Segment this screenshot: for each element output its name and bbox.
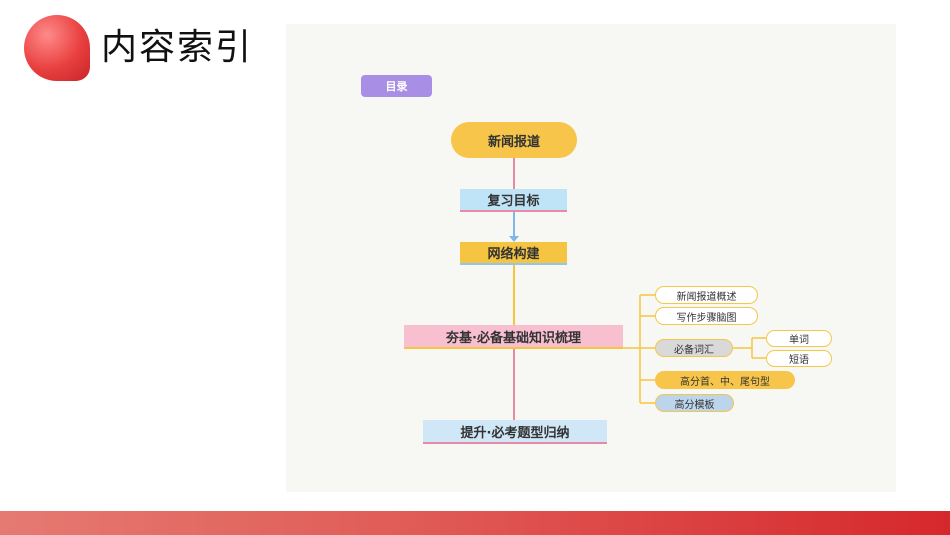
branch-vocab: 必备词汇: [655, 339, 733, 357]
node-hangji: 夯基·必备基础知识梳理: [404, 325, 623, 349]
mind-map-panel: [286, 24, 896, 492]
branch-template: 高分模板: [655, 394, 734, 412]
vocab-phrases: 短语: [766, 350, 832, 367]
node-fuxi: 复习目标: [460, 189, 567, 212]
page-title: 内容索引: [101, 27, 254, 68]
node-wangluo: 网络构建: [460, 242, 567, 265]
footer-bar: [0, 511, 950, 535]
node-mulu: 目录: [361, 75, 432, 97]
node-root: 新闻报道: [451, 122, 577, 158]
branch-steps: 写作步骤脑图: [655, 307, 758, 325]
branch-sentences: 高分首、中、尾句型: [655, 371, 795, 389]
title-decoration: [24, 15, 90, 81]
node-tisheng: 提升·必考题型归纳: [423, 420, 607, 444]
branch-overview: 新闻报道概述: [655, 286, 758, 304]
vocab-words: 单词: [766, 330, 832, 347]
